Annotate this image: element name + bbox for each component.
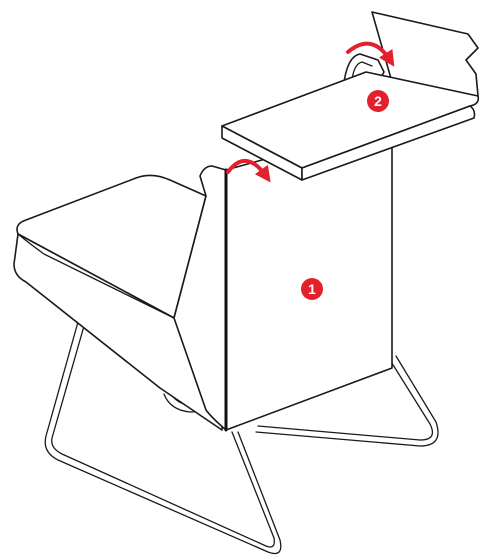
backrest-panel <box>173 129 393 432</box>
step-marker-1-circle <box>301 278 323 300</box>
step-marker-2-circle <box>367 90 389 112</box>
rotation-arrow-2 <box>346 41 395 67</box>
writing-tablet <box>221 71 480 181</box>
step-marker-2-label: 2 <box>374 93 382 109</box>
step-marker-2: 2 <box>367 90 389 112</box>
step-marker-1: 1 <box>301 278 323 300</box>
rotation-arrow-1 <box>226 159 271 183</box>
step-marker-1-label: 1 <box>308 281 316 297</box>
